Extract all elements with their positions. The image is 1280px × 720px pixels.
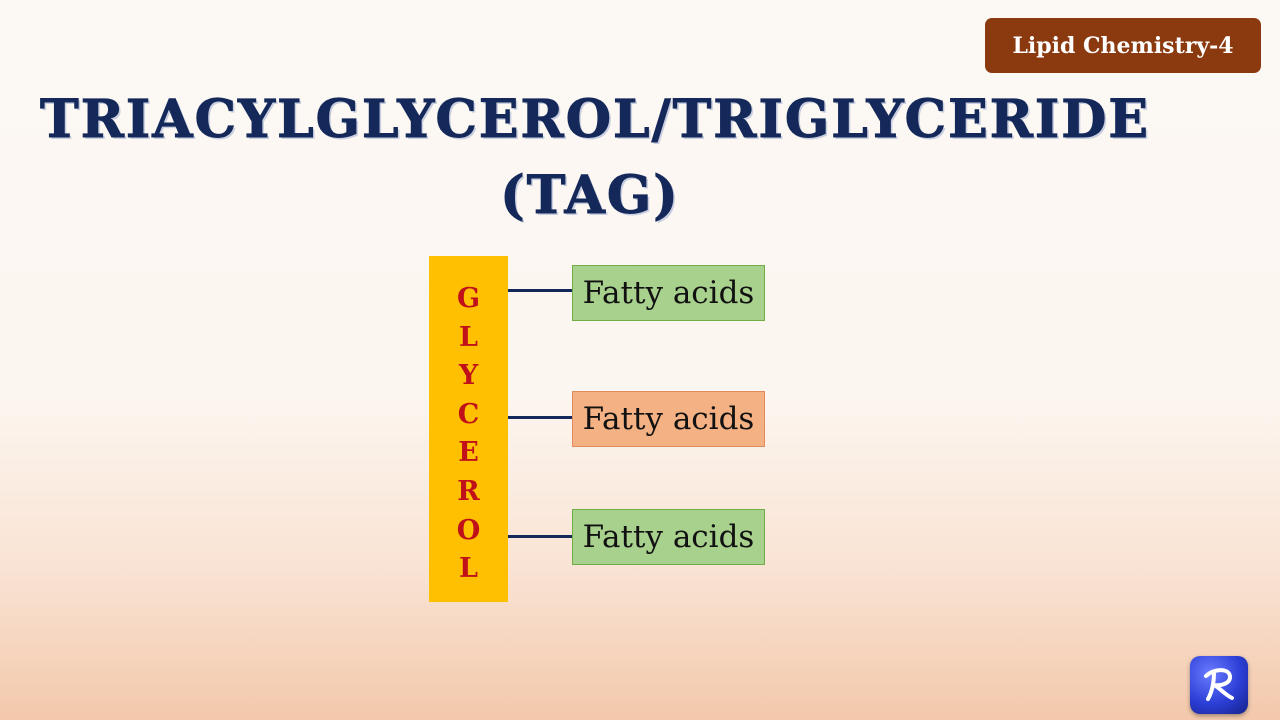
- ester-bond-connector-2: [508, 416, 580, 419]
- glycerol-letter: Y: [458, 360, 479, 392]
- r-logo-icon: [1190, 656, 1248, 714]
- topic-badge: Lipid Chemistry-4: [985, 18, 1261, 73]
- glycerol-letter: L: [459, 553, 478, 585]
- fatty-acid-box-2: Fatty acids: [572, 391, 765, 447]
- glycerol-letter: E: [458, 437, 479, 469]
- fatty-acid-label-1: Fatty acids: [582, 275, 755, 311]
- r-logo-glyph: [1204, 668, 1234, 701]
- glycerol-letter: O: [456, 514, 481, 546]
- page-title-line-1: Triacylglycerol/Triglyceride: [40, 89, 1150, 151]
- glycerol-letter: G: [456, 283, 481, 314]
- fatty-acid-box-1: Fatty acids: [572, 265, 765, 321]
- fatty-acid-label-3: Fatty acids: [582, 519, 755, 555]
- glycerol-letter: R: [457, 475, 480, 507]
- ester-bond-connector-3: [508, 535, 580, 538]
- fatty-acid-box-3: Fatty acids: [572, 509, 765, 565]
- page-title: Triacylglycerol/Triglyceride (TAG): [40, 82, 1150, 234]
- glycerol-letter: L: [459, 321, 478, 353]
- topic-badge-label: Lipid Chemistry-4: [1012, 32, 1234, 59]
- glycerol-letter: C: [457, 398, 480, 430]
- ester-bond-connector-1: [508, 289, 580, 292]
- page-title-line-2: (TAG): [500, 165, 680, 227]
- fatty-acid-label-2: Fatty acids: [582, 401, 755, 437]
- glycerol-backbone: G L Y C E R O L: [429, 256, 508, 602]
